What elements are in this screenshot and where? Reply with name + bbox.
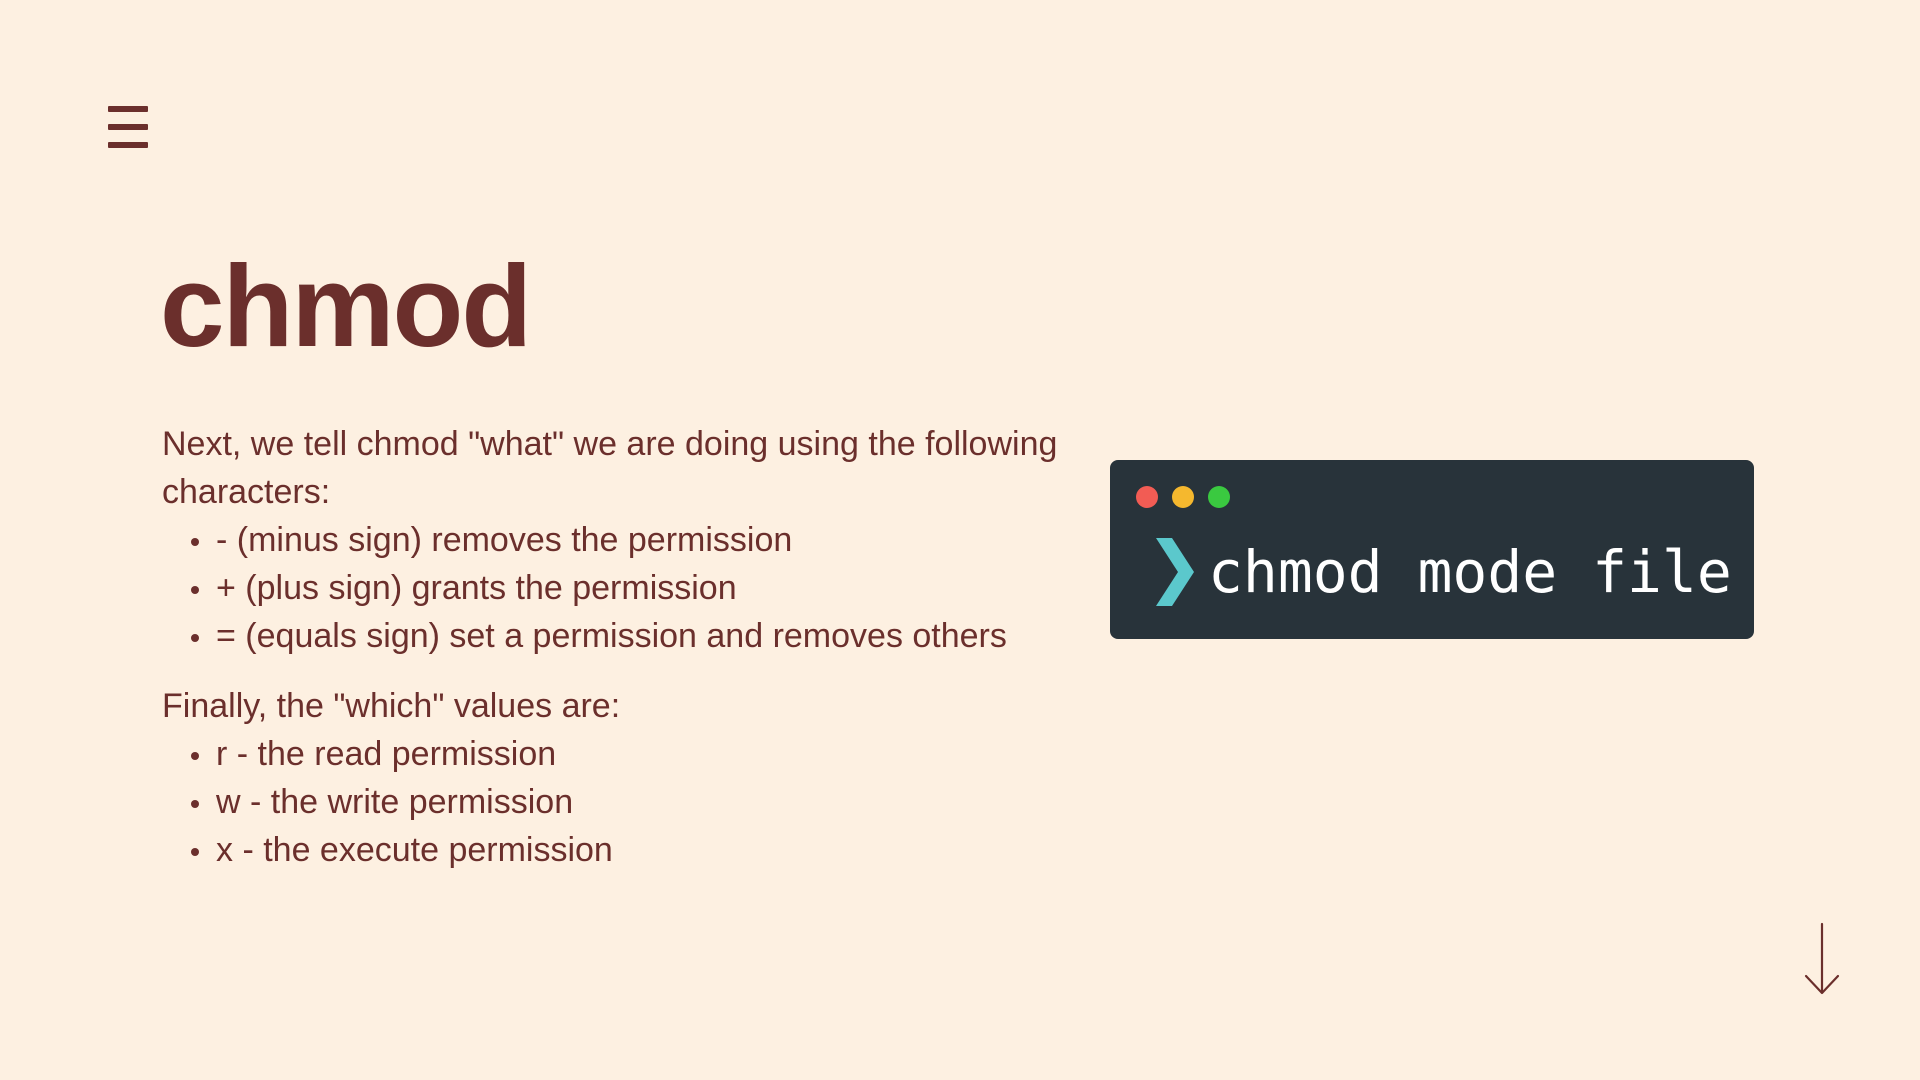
operator-minus: - (minus sign) removes the permission — [191, 516, 1062, 564]
hamburger-menu-icon-bar-top — [108, 106, 148, 112]
operators-list: - (minus sign) removes the permission + … — [162, 516, 1062, 660]
terminal-window: chmod mode file — [1110, 460, 1754, 639]
menu-button[interactable] — [108, 106, 148, 148]
hamburger-menu-icon-bar-bottom — [108, 142, 148, 148]
hamburger-menu-icon-bar-middle — [108, 124, 148, 130]
window-controls — [1136, 486, 1230, 508]
slide-body: Next, we tell chmod "what" we are doing … — [162, 420, 1062, 874]
terminal-command: chmod mode file — [1208, 538, 1732, 606]
slide-title: chmod — [160, 241, 532, 371]
minimize-dot-icon — [1172, 486, 1194, 508]
which-execute: x - the execute permission — [191, 826, 1062, 874]
close-dot-icon — [1136, 486, 1158, 508]
which-write: w - the write permission — [191, 778, 1062, 826]
which-list: r - the read permission w - the write pe… — [162, 730, 1062, 874]
which-read: r - the read permission — [191, 730, 1062, 778]
operators-intro: Next, we tell chmod "what" we are doing … — [162, 425, 1058, 511]
chevron-right-icon — [1156, 538, 1194, 606]
maximize-dot-icon — [1208, 486, 1230, 508]
operator-equals: = (equals sign) set a permission and rem… — [191, 612, 1062, 660]
operator-plus: + (plus sign) grants the permission — [191, 564, 1062, 612]
arrow-down-icon[interactable] — [1802, 922, 1842, 996]
which-intro: Finally, the "which" values are: — [162, 687, 621, 725]
